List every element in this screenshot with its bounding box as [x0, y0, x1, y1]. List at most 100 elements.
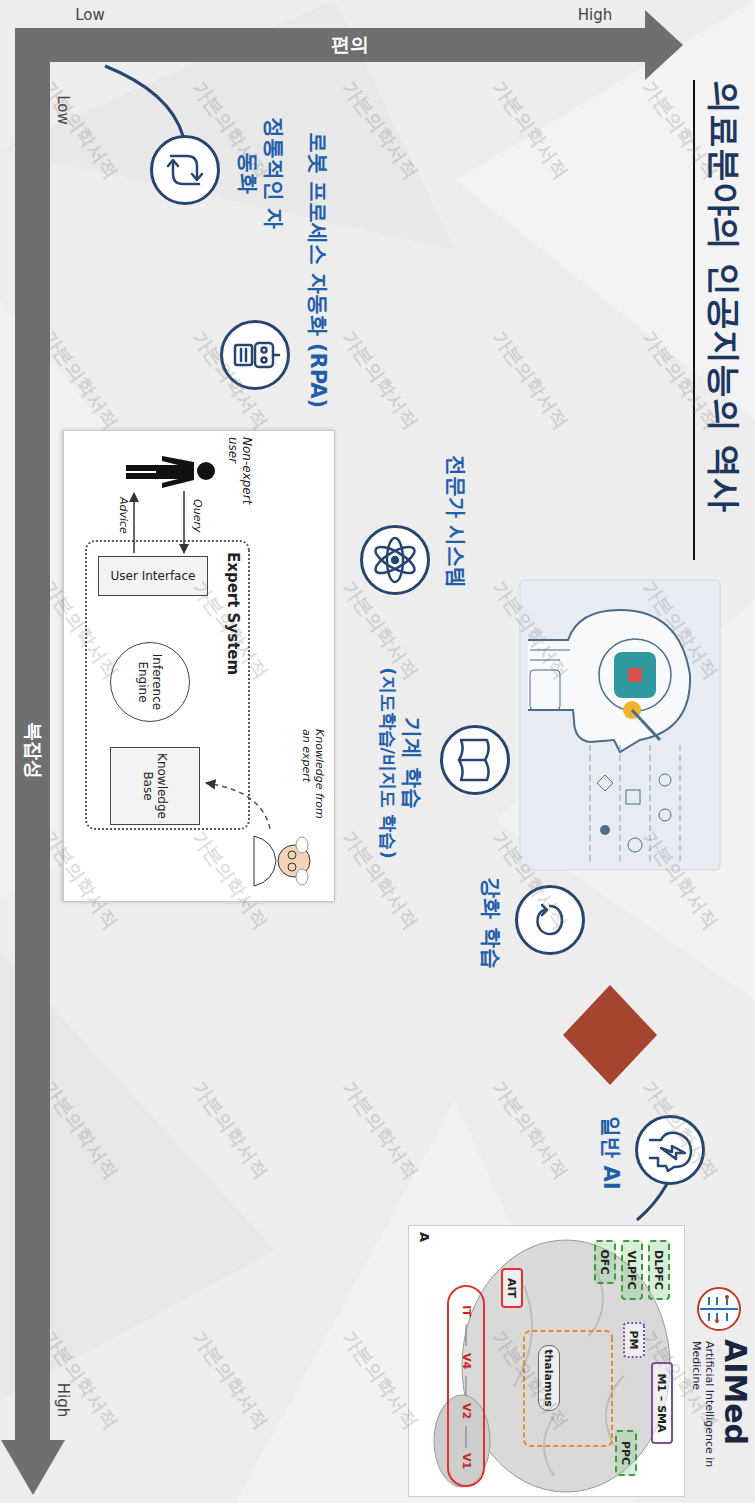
- axis-end-label: Low: [54, 95, 72, 125]
- watermark: 가본의학서적: [337, 326, 424, 434]
- watermark: 가본의학서적: [37, 76, 124, 184]
- stage-circle: 기계 학습(지도학습/비지도 학습): [440, 725, 510, 795]
- logo-tagline: Artificial Intelligence in Medicine: [690, 1341, 715, 1471]
- brain-region: PM: [623, 1322, 645, 1358]
- stage-label: 정통적인 자동화: [235, 108, 288, 238]
- curve-lead: [105, 66, 183, 136]
- axis-end-label: Low: [75, 6, 105, 24]
- axis-title: 편의: [331, 32, 369, 58]
- stage-label: 전문가 시스템: [443, 418, 469, 588]
- brain-region: thalamus: [538, 1345, 560, 1411]
- flow-label: Advice: [117, 497, 130, 534]
- node-text: VLPFC: [626, 1250, 639, 1289]
- stage-circle: 전문가 시스템: [360, 525, 430, 595]
- title-underline: [693, 80, 695, 560]
- watermark: 가본의학서적: [637, 326, 724, 434]
- visual-area-label: V1: [460, 1453, 473, 1469]
- stage-name: 전문가 시스템: [443, 418, 469, 588]
- stage-name: 강화 학습: [478, 873, 504, 973]
- stage-icon: [153, 138, 217, 202]
- watermark: 가본의학서적: [487, 826, 574, 934]
- aimed-logo: AIMedArtificial Intelligence in Medicine: [687, 1285, 751, 1495]
- visual-area-label: V2: [460, 1403, 473, 1419]
- node-text: AIT: [506, 1278, 519, 1298]
- watermark: 가본의학서적: [637, 826, 724, 934]
- stage-label: 로봇 프로세스 자동화 (RPA): [305, 78, 331, 408]
- watermark: 가본의학서적: [337, 76, 424, 184]
- watermark: 가본의학서적: [37, 826, 124, 934]
- stage-icon: [638, 1118, 702, 1182]
- stage-name: (지도학습/비지도 학습): [376, 658, 399, 868]
- stage-circle: 정통적인 자동화: [150, 135, 220, 205]
- brain-region: PPC: [615, 1430, 637, 1476]
- watermark: 가본의학서적: [487, 76, 574, 184]
- stage-label: 기계 학습(지도학습/비지도 학습): [376, 658, 425, 868]
- node-text: DLPFC: [653, 1250, 666, 1290]
- brain-region: AIT: [501, 1268, 523, 1308]
- interface-box: User Interface: [98, 556, 208, 596]
- stage-icon: [363, 528, 427, 592]
- engine-circle: Inference Engine: [110, 642, 190, 722]
- logo-name: AIMed: [718, 1339, 753, 1445]
- watermark: 가본의학서적: [187, 576, 274, 684]
- axis-title: 복잡성: [20, 722, 46, 779]
- axis-end-label: High: [578, 6, 612, 24]
- knowledge-box: Knowledge Base: [110, 747, 200, 825]
- watermark: 가본의학서적: [487, 1326, 574, 1434]
- source-label: Knowledge from an expert: [300, 729, 326, 823]
- stage-label: 일반 AI: [598, 1103, 624, 1203]
- stage-name: 일반 AI: [598, 1103, 624, 1203]
- stage-circle: 일반 AI: [635, 1115, 705, 1185]
- system-boundary: Expert System User InterfaceInference Eng…: [85, 540, 250, 830]
- watermark: 가본의학서적: [487, 1076, 574, 1184]
- stage-name: 기계 학습: [399, 658, 425, 868]
- node-text: OFC: [599, 1250, 612, 1275]
- actor-label: Non-expert user: [225, 437, 254, 517]
- watermark: 가본의학서적: [37, 576, 124, 684]
- watermark: 가본의학서적: [487, 326, 574, 434]
- watermark: 가본의학서적: [637, 1326, 724, 1434]
- node-text: thalamus: [543, 1349, 556, 1407]
- watermark: 가본의학서적: [337, 826, 424, 934]
- watermark: 가본의학서적: [337, 1076, 424, 1184]
- stage-icon: [518, 888, 582, 952]
- stage-circle: 강화 학습: [515, 885, 585, 955]
- stage-label: 강화 학습: [478, 873, 504, 973]
- stage-name: 로봇 프로세스 자동화 (RPA): [305, 78, 331, 408]
- node-text: M1 – SMA: [656, 1373, 669, 1432]
- stage-icon: [443, 728, 507, 792]
- watermark: 가본의학서적: [187, 1326, 274, 1434]
- node-text: Inference Engine: [136, 643, 165, 721]
- watermark: 가본의학서적: [487, 576, 574, 684]
- watermark: 가본의학서적: [37, 326, 124, 434]
- brain-region: M1 – SMA: [651, 1362, 673, 1444]
- visual-area-label: IT: [460, 1305, 473, 1317]
- axis-end-label: High: [54, 1383, 72, 1417]
- watermark: 가본의학서적: [337, 1326, 424, 1434]
- watermark: 가본의학서적: [337, 576, 424, 684]
- node-text: Expert System: [224, 552, 242, 675]
- ai-head-illustration: [520, 580, 720, 870]
- watermark: 가본의학서적: [37, 1076, 124, 1184]
- node-text: User Interface: [100, 569, 206, 583]
- panel-letter: A: [417, 1232, 432, 1242]
- node-text: Knowledge Base: [141, 748, 170, 824]
- stage-circle: 로봇 프로세스 자동화 (RPA): [220, 320, 290, 390]
- watermark: 가본의학서적: [37, 1326, 124, 1434]
- node-text: PM: [628, 1330, 641, 1349]
- watermark: 가본의학서적: [187, 826, 274, 934]
- brain-region: OFC: [594, 1240, 616, 1284]
- watermark: 가본의학서적: [637, 1076, 724, 1184]
- curve-tail: [637, 1184, 667, 1220]
- watermark: 가본의학서적: [637, 76, 724, 184]
- stage-icon: [223, 323, 287, 387]
- node-text: PPC: [620, 1441, 633, 1465]
- watermark: 가본의학서적: [187, 326, 274, 434]
- watermark: 가본의학서적: [187, 76, 274, 184]
- visual-area-label: V4: [460, 1353, 473, 1369]
- expert-system-card: Non-expert userQuery AdviceKnowledge from…: [63, 430, 335, 902]
- slide-title: 의료분야의 인공지능의 역사: [701, 80, 747, 512]
- flow-label: Query: [191, 499, 204, 532]
